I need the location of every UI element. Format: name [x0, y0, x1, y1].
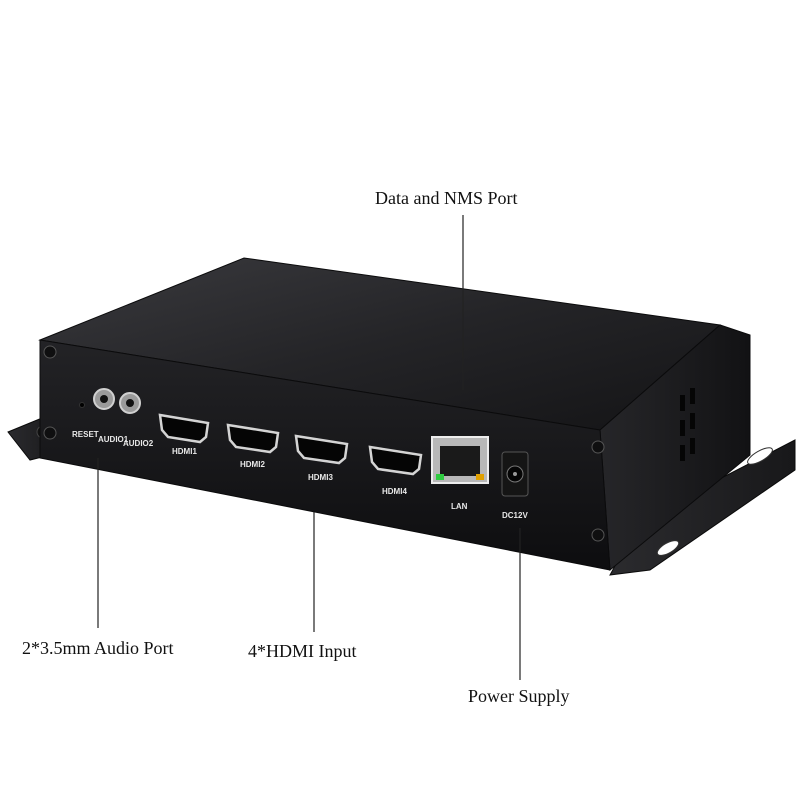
- hdmi4-label: HDMI4: [382, 487, 407, 496]
- lan-led-green: [436, 474, 444, 480]
- hdmi2-label: HDMI2: [240, 460, 265, 469]
- hdmi1-label: HDMI1: [172, 447, 197, 456]
- reset-pinhole: [79, 402, 85, 408]
- dc-label: DC12V: [502, 511, 528, 520]
- audio2-label: AUDIO2: [123, 439, 154, 448]
- power-supply-callout: Power Supply: [468, 686, 570, 706]
- hdmi3-label: HDMI3: [308, 473, 333, 482]
- flange-slot-icon: [656, 540, 680, 556]
- hdmi4-port: [368, 445, 423, 476]
- data-nms-port-callout: Data and NMS Port: [375, 188, 518, 208]
- screw-icon: [591, 440, 605, 454]
- reset-label: RESET: [72, 430, 99, 439]
- dc-power-jack: [501, 451, 529, 497]
- audio1-label: AUDIO1: [98, 435, 129, 444]
- lan-label: LAN: [451, 502, 468, 511]
- audio-port-callout: 2*3.5mm Audio Port: [22, 638, 174, 658]
- hdmi1-port: [158, 413, 210, 444]
- audio2-jack: [119, 392, 141, 414]
- lan-port: [431, 436, 489, 484]
- screw-icon: [43, 345, 57, 359]
- lan-led-amber: [476, 474, 484, 480]
- hdmi2-port: [226, 423, 280, 454]
- audio1-jack: [93, 388, 115, 410]
- screw-icon: [591, 528, 605, 542]
- vent-grille: [680, 388, 695, 461]
- right-mounting-flange: [609, 439, 796, 576]
- screw-icon: [43, 426, 57, 440]
- hdmi3-port: [294, 434, 349, 465]
- hdmi-input-callout: 4*HDMI Input: [248, 641, 357, 661]
- flange-slot-icon: [747, 447, 773, 465]
